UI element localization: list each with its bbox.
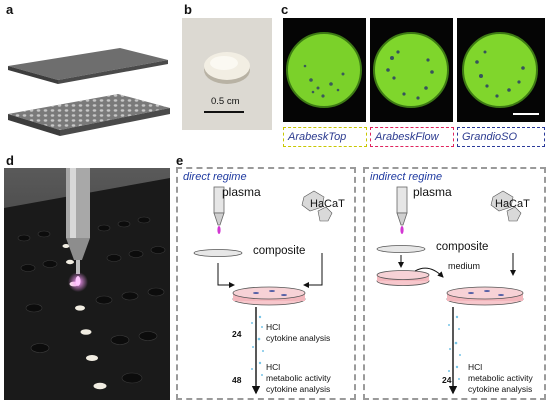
sample-label-arabeskflow: ArabeskFlow [370,127,454,147]
direct-timepoint-48: 48 [232,375,242,385]
direct-48-line-2: metabolic activity [266,373,331,383]
indirect-24-line-2: metabolic activity [468,373,533,383]
indirect-regime-title: indirect regime [370,171,443,183]
direct-48-line-3: cytokine analysis [266,384,331,394]
indirect-plasma-label: plasma [413,185,452,199]
direct-composite-label: composite [253,245,306,257]
perforated-plates-illustration [8,48,170,136]
direct-regime-box: direct regime [176,167,356,400]
direct-24-line-2: cytokine analysis [266,333,331,343]
fluorescence-image-grandioso [457,18,545,122]
plasma-jet-wellplate-photo [4,168,170,400]
panel-c-letter: c [281,2,289,17]
direct-plasma-label: plasma [222,185,261,199]
direct-regime-schematic [193,186,333,395]
sample-label-arabesktop: ArabeskTop [283,127,367,147]
indirect-timepoint-24: 24 [442,375,452,385]
indirect-hacat-label: HaCaT [495,198,530,210]
scale-bar-label: 0.5 cm [211,96,240,107]
indirect-regime-box: indirect regime [363,167,546,400]
direct-regime-title: direct regime [183,171,247,183]
fluorescence-image-arabesktop [283,18,366,122]
direct-hacat-label: HaCaT [310,198,345,210]
panel-a-letter: a [6,2,14,17]
indirect-24-line-3: cytokine analysis [468,384,533,394]
direct-48-line-1: HCl [266,362,281,372]
direct-24-line-1: HCl [266,322,281,332]
direct-timepoint-24: 24 [232,329,242,339]
sample-label-grandioso: GrandioSO [457,127,545,147]
fluorescence-image-arabeskflow [370,18,453,122]
indirect-regime-schematic [376,186,524,395]
indirect-medium-label: medium [448,261,481,271]
panel-e-letter: e [176,153,184,168]
panel-d-letter: d [6,153,14,168]
indirect-24-line-1: HCl [468,362,483,372]
indirect-composite-label: composite [436,241,489,253]
sample-disc-photo: 0.5 cm [182,18,272,130]
panel-b-letter: b [184,2,192,17]
